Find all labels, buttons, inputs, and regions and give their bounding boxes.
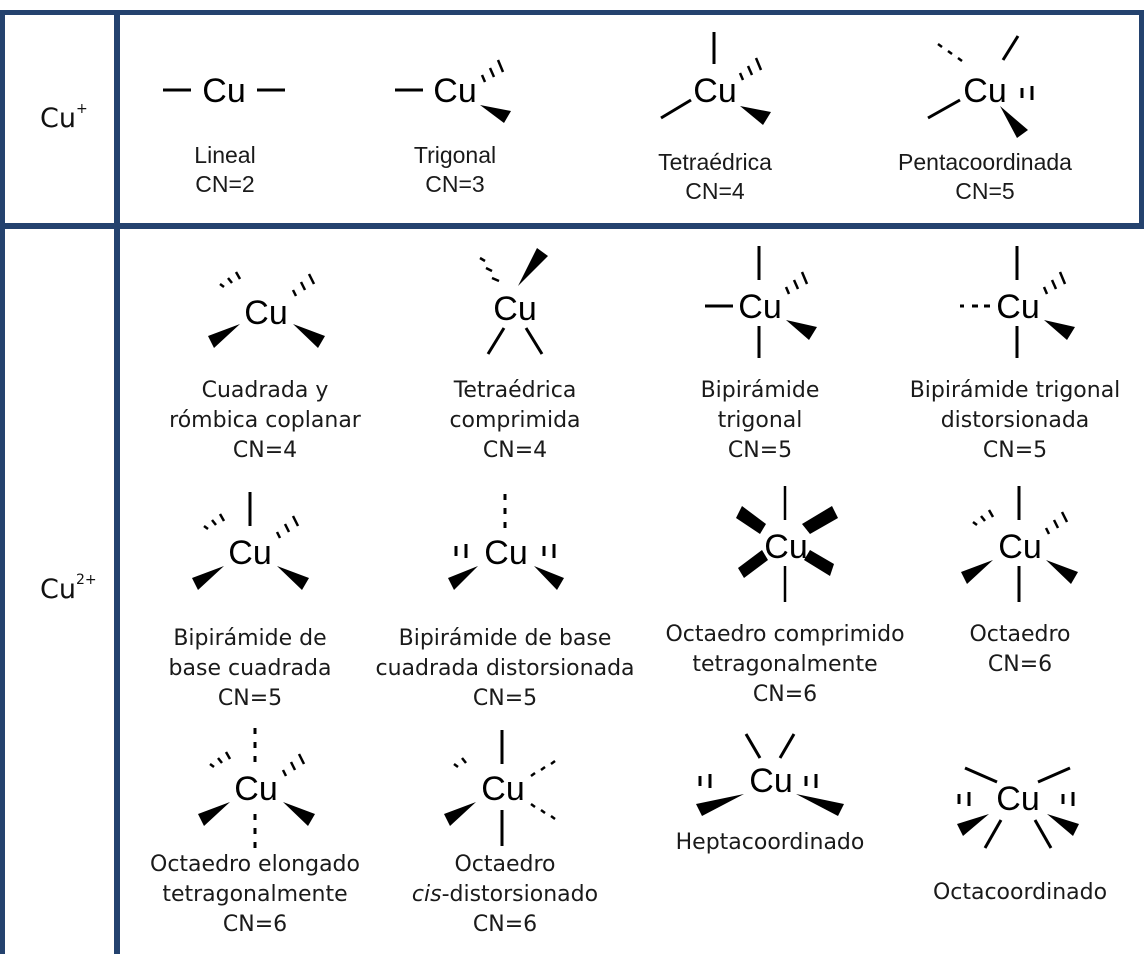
geometry-octa: Cu Octacoordinado xyxy=(905,760,1135,908)
svg-text:Cu: Cu xyxy=(749,762,792,800)
structure-bipir-trig: Cu xyxy=(705,246,817,358)
svg-text:Cu: Cu xyxy=(228,534,271,572)
geometry-name: Bipirámide de base xyxy=(398,626,612,651)
geometry-name: tetragonalmente xyxy=(692,652,878,677)
geometry-name: Trigonal xyxy=(413,142,497,168)
geometry-name: cuadrada distorsionada xyxy=(375,656,635,681)
geometry-oct-elong: Cu Octaedro elongado tetragonalmente CN=… xyxy=(140,724,370,940)
svg-text:Cu: Cu xyxy=(764,528,807,566)
geometry-name: rómbica coplanar xyxy=(169,408,361,433)
svg-text:Cu: Cu xyxy=(484,534,527,572)
geometry-name: Pentacoordinada xyxy=(898,149,1072,175)
coordination-number: CN=6 xyxy=(222,912,288,937)
svg-text:Cu: Cu xyxy=(738,288,781,326)
svg-text:Cu: Cu xyxy=(998,528,1041,566)
svg-text:Cu: Cu xyxy=(433,72,476,110)
cis-suffix: -distorsionado xyxy=(441,882,599,907)
geometry-bipir-trig-dist: Cu Bipirámide trigonal distorsionada CN=… xyxy=(890,240,1140,466)
geometry-octaedro: Cu Octaedro CN=6 xyxy=(905,484,1135,680)
geometry-name: Octaedro comprimido xyxy=(665,622,905,647)
structure-bipir-trig-dist: Cu xyxy=(960,246,1075,358)
coordination-number: CN=6 xyxy=(752,682,818,707)
geometry-tetra-comp: Cu Tetraédrica comprimida CN=4 xyxy=(400,240,630,466)
geometry-name: Tetraédrica xyxy=(658,149,772,175)
svg-text:Cu: Cu xyxy=(996,780,1039,818)
structure-pentacoordinada: Cu xyxy=(927,35,1034,138)
table-border-left xyxy=(0,10,5,954)
svg-text:Cu: Cu xyxy=(234,770,277,808)
structure-oct-elong: Cu xyxy=(198,728,315,848)
geometry-tetraedrica: Cu Tetraédrica CN=4 xyxy=(615,30,815,206)
coordination-number: CN=4 xyxy=(232,438,298,463)
geometry-hepta: Cu Heptacoordinado xyxy=(640,724,900,858)
coordination-number: CN=4 xyxy=(685,178,745,204)
geometry-name: distorsionada xyxy=(940,408,1090,433)
svg-text:Cu: Cu xyxy=(996,288,1039,326)
coordination-number: CN=5 xyxy=(727,438,793,463)
geometry-trigonal: Cu Trigonal CN=3 xyxy=(355,35,555,199)
geometry-oct-cis: Cu Octaedro cis-distorsionado CN=6 xyxy=(390,724,620,940)
structure-oct-comp: Cu xyxy=(736,486,838,602)
geometry-bipir-trig: Cu Bipirámide trigonal CN=5 xyxy=(645,240,875,466)
structure-octa: Cu xyxy=(957,766,1079,849)
geometry-bipir-base-cuad: Cu Bipirámide de base cuadrada CN=5 xyxy=(135,484,365,714)
geometry-name: Bipirámide de xyxy=(173,626,327,651)
ion-label-cu2: Cu2+ xyxy=(40,572,97,605)
table-border-right-top xyxy=(1139,10,1144,229)
geometry-name: Cuadrada y xyxy=(201,378,329,403)
geometry-lineal: Cu Lineal CN=2 xyxy=(125,35,325,199)
svg-text:Cu: Cu xyxy=(481,770,524,808)
geometry-pentacoordinada: Cu Pentacoordinada CN=5 xyxy=(860,30,1110,206)
structure-oct-cis: Cu xyxy=(444,730,556,846)
coordination-number: CN=5 xyxy=(217,686,283,711)
svg-text:Cu: Cu xyxy=(963,72,1006,110)
coordination-number: CN=5 xyxy=(982,438,1048,463)
coordination-number: CN=3 xyxy=(425,171,485,197)
geometry-name: comprimida xyxy=(449,408,581,433)
geometry-cuadrada: Cu Cuadrada y rómbica coplanar CN=4 xyxy=(150,240,380,466)
structure-bipir-base-cuad: Cu xyxy=(192,492,309,590)
coordination-number: CN=2 xyxy=(195,171,255,197)
structure-trigonal: Cu xyxy=(395,59,511,123)
structure-tetra-comp: Cu xyxy=(479,248,548,355)
structure-tetraedrica: Cu xyxy=(660,32,771,125)
cis-prefix: cis xyxy=(411,882,442,907)
geometry-name: trigonal xyxy=(717,408,803,433)
geometry-name: Octacoordinado xyxy=(932,880,1108,905)
coordination-number: CN=6 xyxy=(987,652,1053,677)
geometry-oct-comp: Cu Octaedro comprimido tetragonalmente C… xyxy=(650,484,920,710)
ion-label-cu1: Cu+ xyxy=(40,101,88,134)
svg-text:Cu: Cu xyxy=(693,72,736,110)
svg-text:Cu: Cu xyxy=(244,294,287,332)
structure-bipir-base-cuad-dist: Cu xyxy=(448,494,564,590)
geometry-name: Octaedro elongado xyxy=(150,852,360,877)
coordination-number: CN=5 xyxy=(955,178,1015,204)
structure-cuadrada: Cu xyxy=(208,271,325,348)
structure-octaedro: Cu xyxy=(961,486,1078,602)
table-border-top xyxy=(0,10,1144,15)
geometry-bipir-base-cuad-dist: Cu Bipirámide de base cuadrada distorsio… xyxy=(370,484,640,714)
geometry-name: Lineal xyxy=(194,142,256,168)
geometry-name: tetragonalmente xyxy=(162,882,348,907)
geometry-name: Bipirámide trigonal xyxy=(909,378,1121,403)
geometry-name: Tetraédrica xyxy=(453,378,577,403)
geometry-name: Bipirámide xyxy=(700,378,820,403)
geometry-name: Octaedro xyxy=(969,622,1071,647)
coordination-number: CN=4 xyxy=(482,438,548,463)
structure-lineal: Cu xyxy=(163,72,285,110)
svg-text:Cu: Cu xyxy=(493,290,536,328)
structure-hepta: Cu xyxy=(696,733,844,816)
coordination-number: CN=5 xyxy=(472,686,538,711)
coordination-number: CN=6 xyxy=(472,912,538,937)
geometry-name-italic: cis-distorsionado xyxy=(390,880,620,910)
table-column-divider xyxy=(114,10,120,954)
geometry-name: Octaedro xyxy=(454,852,556,877)
geometry-name: base cuadrada xyxy=(168,656,332,681)
geometry-name: Heptacoordinado xyxy=(675,830,865,855)
atom-label: Cu xyxy=(202,72,245,110)
table-row-divider xyxy=(0,223,1144,229)
